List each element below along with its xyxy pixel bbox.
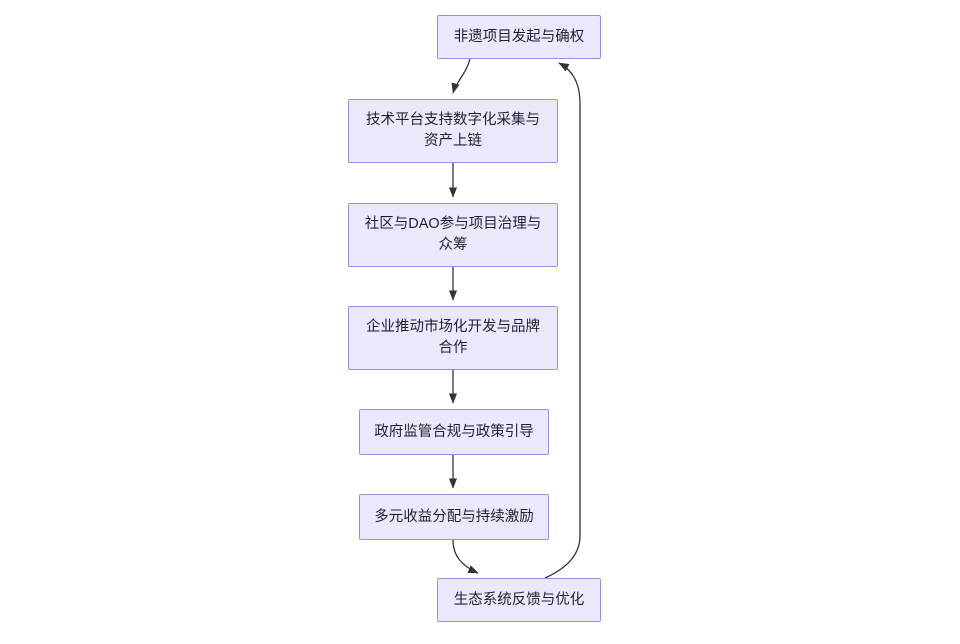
node-ecosystem-feedback[interactable]: 生态系统反馈与优化 [437, 578, 601, 622]
node-profit-distribution[interactable]: 多元收益分配与持续激励 [359, 494, 549, 540]
node-profit-distribution-label: 多元收益分配与持续激励 [374, 508, 534, 525]
node-government-regulation-label: 政府监管合规与政策引导 [374, 423, 534, 440]
edge-profit-to-eco [452, 539, 479, 574]
node-community-dao-label: 社区与DAO参与项目治理与 众筹 [364, 216, 542, 253]
node-enterprise-market-label: 企业推动市场化开发与品牌 合作 [366, 319, 540, 356]
node-ecosystem-feedback-label: 生态系统反馈与优化 [453, 591, 585, 608]
node-tech-platform[interactable]: 技术平台支持数字化采集与 资产上链 [348, 99, 558, 163]
node-start-label: 非遗项目发起与确权 [453, 28, 585, 45]
edge-start-to-tech [451, 58, 471, 94]
node-government-regulation[interactable]: 政府监管合规与政策引导 [359, 409, 549, 455]
node-tech-platform-label: 技术平台支持数字化采集与 资产上链 [366, 112, 540, 149]
node-start[interactable]: 非遗项目发起与确权 [437, 15, 601, 59]
node-community-dao[interactable]: 社区与DAO参与项目治理与 众筹 [348, 203, 558, 267]
node-enterprise-market[interactable]: 企业推动市场化开发与品牌 合作 [348, 306, 558, 370]
